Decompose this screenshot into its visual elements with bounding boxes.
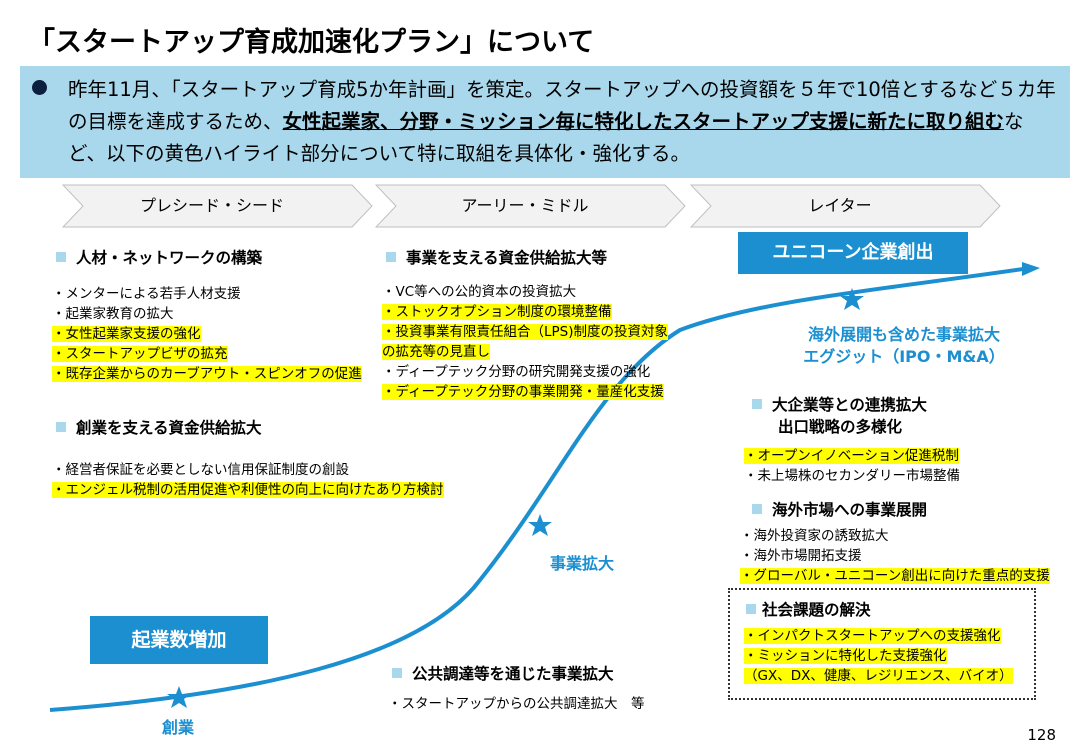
list-item: ・投資事業有限責任組合（LPS)制度の投資対象 xyxy=(382,324,668,340)
square-bullet-icon xyxy=(56,422,66,432)
list-item: ・ミッションに特化した支援強化 xyxy=(744,648,947,664)
summary-part1: 昨年11月、「スタートアップ育成5か年計画」を策定。スタートアップへの投資額を５… xyxy=(68,78,1056,133)
list-item: （GX、DX、健康、レジリエンス、バイオ） xyxy=(744,668,1013,684)
stage-label: レイター xyxy=(808,196,872,215)
section-heading: 海外市場への事業展開 xyxy=(752,498,927,520)
star-icon xyxy=(167,686,191,708)
section-heading: 創業を支える資金供給拡大 xyxy=(56,416,262,438)
item-list: ・VC等への公的資本の投資拡大 ・ストックオプション制度の環境整備 ・投資事業有… xyxy=(382,282,668,402)
list-item: ・オープンイノベーション促進税制 xyxy=(744,448,959,464)
item-list: ・スタートアップからの公共調達拡大 等 xyxy=(388,694,645,714)
founding-increase-label: 起業数増加 xyxy=(90,616,268,664)
section-heading: 公共調達等を通じた事業拡大 xyxy=(392,662,614,684)
list-item: ・海外投資家の誘致拡大 xyxy=(740,528,889,544)
list-item: ・未上場株のセカンダリー市場整備 xyxy=(744,468,960,484)
stage-label: プレシード・シード xyxy=(139,196,284,215)
section-heading: 大企業等との連携拡大 出口戦略の多様化 xyxy=(752,394,927,438)
item-list: ・インパクトスタートアップへの支援強化 ・ミッションに特化した支援強化 （GX、… xyxy=(744,626,1013,686)
square-bullet-icon xyxy=(752,399,762,409)
list-item: ・VC等への公的資本の投資拡大 xyxy=(382,284,577,300)
square-bullet-icon xyxy=(386,252,396,262)
square-bullet-icon xyxy=(746,604,756,614)
founding-label: 創業 xyxy=(161,718,194,737)
list-item: ・スタートアップビザの拡充 xyxy=(52,346,228,362)
summary-text: 昨年11月、「スタートアップ育成5か年計画」を策定。スタートアップへの投資額を５… xyxy=(68,74,1058,170)
list-item: ・既存企業からのカーブアウト・スピンオフの促進 xyxy=(52,366,362,382)
page-number: 128 xyxy=(1027,726,1056,744)
square-bullet-icon xyxy=(752,504,762,514)
square-bullet-icon xyxy=(392,668,402,678)
list-item: ・インパクトスタートアップへの支援強化 xyxy=(744,628,1001,644)
list-item: ・エンジェル税制の活用促進や利便性の向上に向けたあり方検討 xyxy=(52,482,444,498)
list-item: ・ディープテック分野の事業開発・量産化支援 xyxy=(382,384,664,400)
chevron-arrow-icon xyxy=(690,184,1001,228)
summary-part2: など、以下の黄色ハイライト部分について特に取組を具体化・強化する。 xyxy=(68,110,1024,165)
stage-chevron-preseed: プレシード・シード xyxy=(62,184,382,228)
section-heading: 人材・ネットワークの構築 xyxy=(56,246,262,268)
list-item: ・海外市場開拓支援 xyxy=(740,548,862,564)
chevron-arrow-icon xyxy=(375,184,686,228)
summary-box: 昨年11月、「スタートアップ育成5か年計画」を策定。スタートアップへの投資額を５… xyxy=(20,66,1070,178)
item-list: ・経営者保証を必要としない信用保証制度の創設 ・エンジェル税制の活用促進や利便性… xyxy=(52,460,444,500)
star-icon xyxy=(840,288,864,310)
item-list: ・メンターによる若手人材支援 ・起業家教育の拡大 ・女性起業家支援の強化 ・スタ… xyxy=(52,284,362,384)
list-item: ・ディープテック分野の研究開発支援の強化 xyxy=(382,364,651,380)
list-item: の拡充等の見直し xyxy=(382,344,490,360)
bullet-icon xyxy=(32,80,47,95)
summary-emphasis: 女性起業家、分野・ミッション毎に特化したスタートアップ支援に新たに取り組む xyxy=(282,110,1005,133)
star-icon xyxy=(528,514,552,536)
section-heading: 社会課題の解決 xyxy=(746,598,871,620)
social-issues-box xyxy=(728,588,1036,700)
list-item: ・グローバル・ユニコーン創出に向けた重点的支援 xyxy=(740,568,1050,584)
item-list: ・オープンイノベーション促進税制 ・未上場株のセカンダリー市場整備 xyxy=(744,446,960,486)
list-item: ・メンターによる若手人材支援 xyxy=(52,286,241,302)
chevron-arrow-icon xyxy=(62,184,373,228)
unicorn-label: ユニコーン企業創出 xyxy=(738,232,968,274)
expansion-label: 海外展開も含めた事業拡大 エグジット（IPO・M&A） xyxy=(803,325,1005,366)
stage-label: アーリー・ミドル xyxy=(461,196,589,215)
stage-chevron-later: レイター xyxy=(690,184,1010,228)
list-item: ・スタートアップからの公共調達拡大 等 xyxy=(388,696,645,712)
list-item: ・ストックオプション制度の環境整備 xyxy=(382,304,612,320)
square-bullet-icon xyxy=(56,252,66,262)
stage-chevron-early: アーリー・ミドル xyxy=(375,184,695,228)
list-item: ・女性起業家支援の強化 xyxy=(52,326,201,342)
section-heading: 事業を支える資金供給拡大等 xyxy=(386,246,607,268)
list-item: ・起業家教育の拡大 xyxy=(52,306,174,322)
item-list: ・海外投資家の誘致拡大 ・海外市場開拓支援 ・グローバル・ユニコーン創出に向けた… xyxy=(740,526,1050,586)
page-title: 「スタートアップ育成加速化プラン」について xyxy=(28,27,595,58)
business-expansion-label: 事業拡大 xyxy=(549,554,614,573)
list-item: ・経営者保証を必要としない信用保証制度の創設 xyxy=(52,462,349,478)
